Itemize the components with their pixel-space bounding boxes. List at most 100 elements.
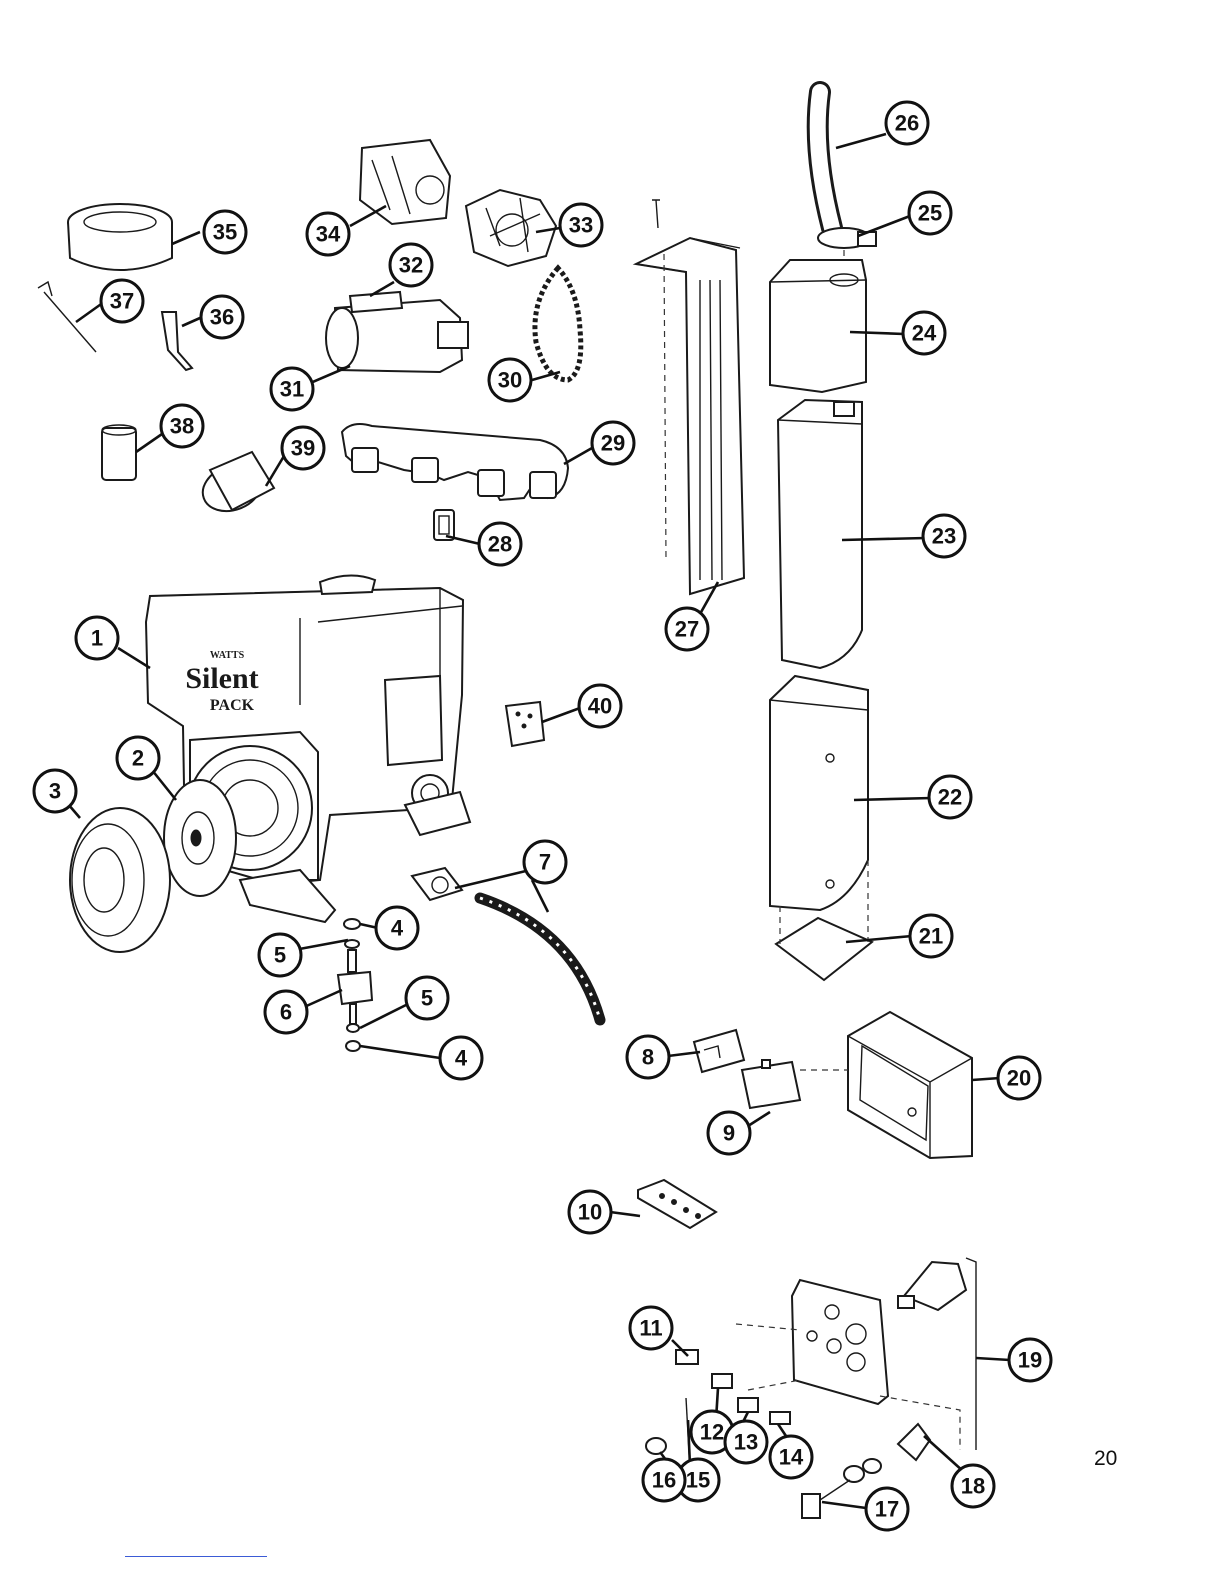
- callout-19-label: 19: [1018, 1348, 1042, 1373]
- callout-14-label: 14: [779, 1445, 804, 1470]
- callout-22-label: 22: [938, 785, 962, 810]
- callout-16-label: 16: [652, 1468, 676, 1493]
- callout-3: 3: [34, 770, 76, 812]
- callout-3-label: 3: [49, 779, 61, 804]
- exhaust-pipe: [818, 92, 832, 228]
- callout-17: 17: [866, 1488, 908, 1530]
- pulley: [70, 808, 170, 952]
- callout-27-label: 27: [675, 617, 699, 642]
- silencer-shell: [770, 676, 868, 910]
- callout-38-label: 38: [170, 414, 194, 439]
- callout-31: 31: [271, 368, 313, 410]
- callout-2: 2: [117, 737, 159, 779]
- dipstick: [38, 282, 96, 352]
- control-relay: [742, 1060, 800, 1108]
- callout-28-label: 28: [488, 532, 512, 557]
- callout-13: 13: [725, 1421, 767, 1463]
- callout-32: 32: [390, 244, 432, 286]
- control-box-housing: [800, 1012, 972, 1158]
- callout-4a: 4: [376, 907, 418, 949]
- callout-34: 34: [307, 213, 349, 255]
- callout-7-label: 7: [539, 850, 551, 875]
- v-belt: [535, 268, 581, 380]
- callout-35: 35: [204, 211, 246, 253]
- oil-filter: [196, 452, 274, 519]
- callout-11: 11: [630, 1307, 672, 1349]
- callout-30: 30: [489, 359, 531, 401]
- callout-40-label: 40: [588, 694, 612, 719]
- callout-23: 23: [923, 515, 965, 557]
- callout-5a: 5: [259, 934, 301, 976]
- callout-10: 10: [569, 1191, 611, 1233]
- callout-5a-label: 5: [274, 943, 286, 968]
- callout-11-label: 11: [639, 1316, 662, 1341]
- callout-8-label: 8: [642, 1045, 654, 1070]
- callout-26: 26: [886, 102, 928, 144]
- callout-6: 6: [265, 991, 307, 1033]
- callout-13-label: 13: [734, 1430, 758, 1455]
- callout-15-label: 15: [686, 1468, 710, 1493]
- terminal-strip: [638, 1180, 716, 1228]
- manifold-gasket: [434, 510, 454, 540]
- callout-21: 21: [910, 915, 952, 957]
- radiator-grille: [636, 200, 744, 594]
- callout-34-label: 34: [316, 222, 341, 247]
- callout-37-label: 37: [110, 289, 134, 314]
- callout-9-label: 9: [723, 1121, 735, 1146]
- callout-35-label: 35: [213, 220, 237, 245]
- callout-16: 16: [643, 1459, 685, 1501]
- anti-vibration-mount: [338, 919, 372, 1051]
- callout-1: 1: [76, 617, 118, 659]
- callout-19: 19: [1009, 1339, 1051, 1381]
- callout-28: 28: [479, 523, 521, 565]
- callout-8: 8: [627, 1036, 669, 1078]
- callout-5b-label: 5: [421, 986, 433, 1011]
- callout-4b: 4: [440, 1037, 482, 1079]
- callout-38: 38: [161, 405, 203, 447]
- callout-20: 20: [998, 1057, 1040, 1099]
- callout-4b-label: 4: [455, 1046, 468, 1071]
- callout-2-label: 2: [132, 746, 144, 771]
- callout-14: 14: [770, 1436, 812, 1478]
- silencer-box: [770, 260, 866, 392]
- callout-20-label: 20: [1007, 1066, 1031, 1091]
- callout-17-label: 17: [875, 1497, 899, 1522]
- cooling-fan: [466, 190, 556, 266]
- injection-pump: [360, 140, 450, 224]
- callout-5b: 5: [406, 977, 448, 1019]
- callout-22: 22: [929, 776, 971, 818]
- callout-26-label: 26: [895, 111, 919, 136]
- silencer-body: [778, 400, 862, 668]
- callout-33: 33: [560, 204, 602, 246]
- callout-10-label: 10: [578, 1200, 602, 1225]
- callout-33-label: 33: [569, 213, 593, 238]
- callout-37: 37: [101, 280, 143, 322]
- callout-39: 39: [282, 427, 324, 469]
- page-number: 20: [1094, 1447, 1117, 1471]
- callout-39-label: 39: [291, 436, 315, 461]
- callout-32-label: 32: [399, 253, 423, 278]
- callout-4a-label: 4: [391, 916, 404, 941]
- callout-36-label: 36: [210, 305, 234, 330]
- callout-9: 9: [708, 1112, 750, 1154]
- engine-brand-name: Silent: [185, 662, 258, 695]
- callout-30-label: 30: [498, 368, 522, 393]
- circuit-breaker: [694, 1030, 744, 1072]
- callout-24-label: 24: [912, 321, 937, 346]
- fuel-filter: [102, 425, 136, 480]
- callout-29-label: 29: [601, 431, 625, 456]
- callout-36: 36: [201, 296, 243, 338]
- callout-23-label: 23: [932, 524, 956, 549]
- callout-24: 24: [903, 312, 945, 354]
- bottom-rule: [125, 1556, 267, 1557]
- engine-brand-badge: WATTS: [210, 650, 245, 661]
- callout-27: 27: [666, 608, 708, 650]
- callout-7: 7: [524, 841, 566, 883]
- relay-block: [506, 702, 544, 746]
- callout-21-label: 21: [919, 924, 943, 949]
- starter-motor: [326, 292, 468, 372]
- callout-1-label: 1: [91, 626, 103, 651]
- callout-6-label: 6: [280, 1000, 292, 1025]
- callout-25: 25: [909, 192, 951, 234]
